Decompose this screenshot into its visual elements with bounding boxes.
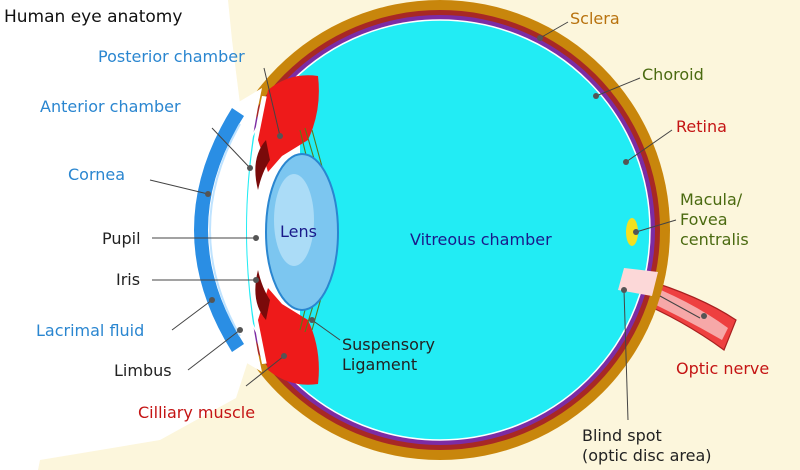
label-limbus: Limbus <box>114 361 172 380</box>
label-macula-1: Macula/ <box>680 190 743 209</box>
optic-disc <box>618 268 658 296</box>
leader-lines <box>149 21 701 421</box>
label-optic-nerve: Optic nerve <box>676 359 769 378</box>
lens-shine <box>274 174 314 266</box>
label-pupil: Pupil <box>102 229 141 248</box>
label-macula-3: centralis <box>680 230 749 249</box>
label-lens: Lens <box>280 222 317 241</box>
label-suspensory-1: Suspensory <box>342 335 435 354</box>
label-cornea: Cornea <box>68 165 125 184</box>
cornea-highlight <box>209 123 241 337</box>
label-ciliary-muscle: Cilliary muscle <box>138 403 255 422</box>
label-posterior-chamber: Posterior chamber <box>98 47 245 66</box>
label-anterior-chamber: Anterior chamber <box>40 97 181 116</box>
label-blind-spot-1: Blind spot <box>582 426 662 445</box>
label-vitreous-chamber: Vitreous chamber <box>410 230 552 249</box>
label-blind-spot-2: (optic disc area) <box>582 446 712 465</box>
label-suspensory-2: Ligament <box>342 355 417 374</box>
iris-top <box>255 140 270 190</box>
label-sclera: Sclera <box>570 9 620 28</box>
cornea-layer <box>194 108 244 352</box>
diagram-title: Human eye anatomy <box>4 7 182 27</box>
leader-dots <box>205 35 707 359</box>
iris-bottom <box>255 270 270 320</box>
label-iris: Iris <box>116 270 140 289</box>
label-choroid: Choroid <box>642 65 704 84</box>
macula-spot <box>626 218 638 246</box>
ciliary-body-top <box>258 75 319 172</box>
label-retina: Retina <box>676 117 727 136</box>
label-macula-2: Fovea <box>680 210 728 229</box>
ciliary-body-bottom <box>258 288 319 385</box>
label-lacrimal-fluid: Lacrimal fluid <box>36 321 144 340</box>
